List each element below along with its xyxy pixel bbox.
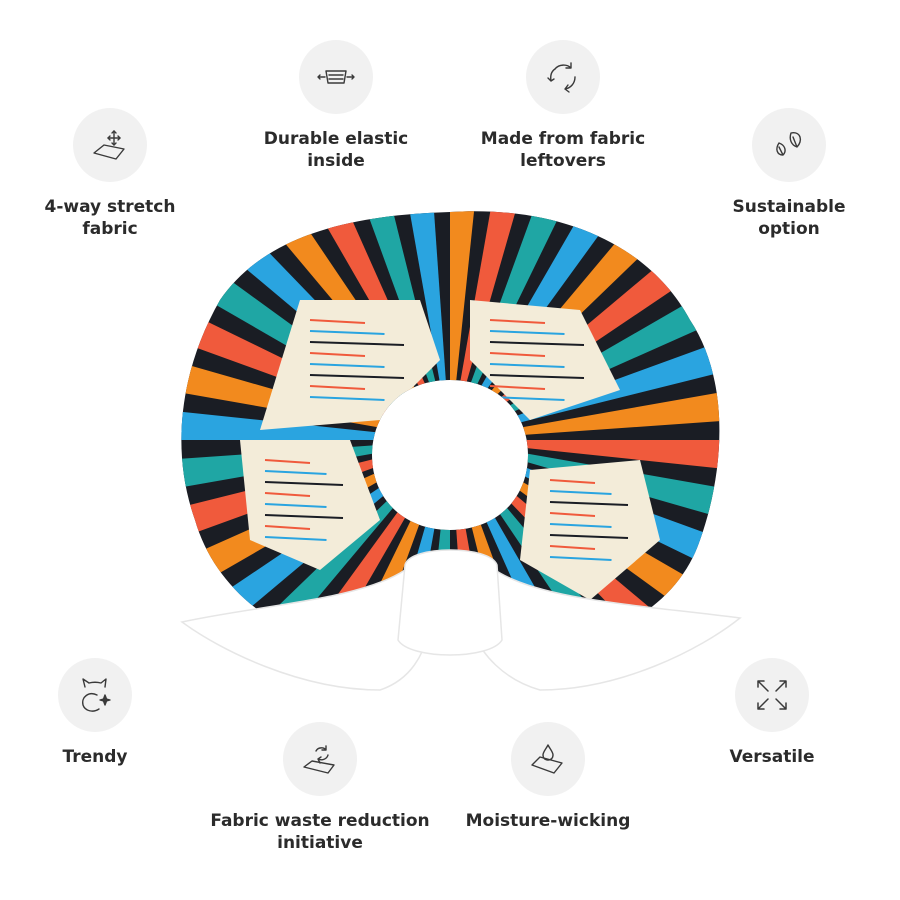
feature-stretch-icon-circle <box>73 108 147 182</box>
pattern-stripe <box>489 396 565 401</box>
pattern-stripe <box>489 352 546 357</box>
feature-moisture-label: Moisture-wicking <box>465 811 631 831</box>
pattern-stripe <box>264 492 311 497</box>
pattern-stripe <box>489 319 546 324</box>
pattern-stripe <box>309 341 405 346</box>
feature-waste-icon-circle <box>283 722 357 796</box>
pattern-stripe <box>549 479 596 484</box>
pattern-stripe <box>549 556 612 561</box>
expand-arrows-icon <box>757 680 787 710</box>
feature-trendy-icon-circle <box>58 658 132 732</box>
pattern-stripe <box>549 501 629 506</box>
feature-moisture-icon-circle <box>511 722 585 796</box>
pattern-stripe <box>309 374 405 379</box>
feature-versatile: Versatile <box>652 658 892 768</box>
feature-versatile-label: Versatile <box>729 747 815 767</box>
pattern-stripe <box>264 514 344 519</box>
pattern-stripe <box>309 330 385 335</box>
pattern-stripe <box>549 534 629 539</box>
feature-moisture: Moisture-wicking <box>428 722 668 832</box>
pattern-ray <box>450 211 486 440</box>
feature-trendy-label: Trendy <box>62 747 128 767</box>
pattern-stripe <box>489 363 565 368</box>
pattern-stripe <box>549 545 596 550</box>
pattern-stripe <box>549 512 596 517</box>
pattern-stripe <box>309 352 366 357</box>
pattern-stripe <box>264 525 311 530</box>
pattern-stripe <box>264 459 311 464</box>
recycle-icon <box>547 62 576 93</box>
pattern-stripe <box>489 341 585 346</box>
cat-sparkle-icon <box>82 678 111 712</box>
pattern-stripe <box>309 385 366 390</box>
pattern-stripe <box>549 523 612 528</box>
feature-trendy: Trendy <box>0 658 215 768</box>
pattern-stripe <box>549 490 612 495</box>
stretch-fabric-icon <box>93 130 125 160</box>
pattern-ray <box>450 380 720 440</box>
pattern-stripe <box>489 330 565 335</box>
pattern-stripe <box>309 319 366 324</box>
feature-versatile-icon-circle <box>735 658 809 732</box>
leaves-icon <box>776 132 802 156</box>
fabric-recycle-icon <box>303 745 335 774</box>
pattern-stripe <box>264 470 327 475</box>
pattern-stripe <box>264 536 327 541</box>
feature-elastic-icon-circle <box>299 40 373 114</box>
pattern-stripe <box>264 503 327 508</box>
pattern-stripe <box>489 374 585 379</box>
pattern-stripe <box>264 481 344 486</box>
feature-sustainable-icon-circle <box>752 108 826 182</box>
pattern-stripe <box>489 385 546 390</box>
droplet-fabric-icon <box>531 744 563 774</box>
elastic-icon <box>317 70 355 84</box>
feature-leftovers-icon-circle <box>526 40 600 114</box>
pattern-ray <box>450 440 720 476</box>
pattern-stripe <box>309 363 385 368</box>
pattern-stripe <box>309 396 385 401</box>
